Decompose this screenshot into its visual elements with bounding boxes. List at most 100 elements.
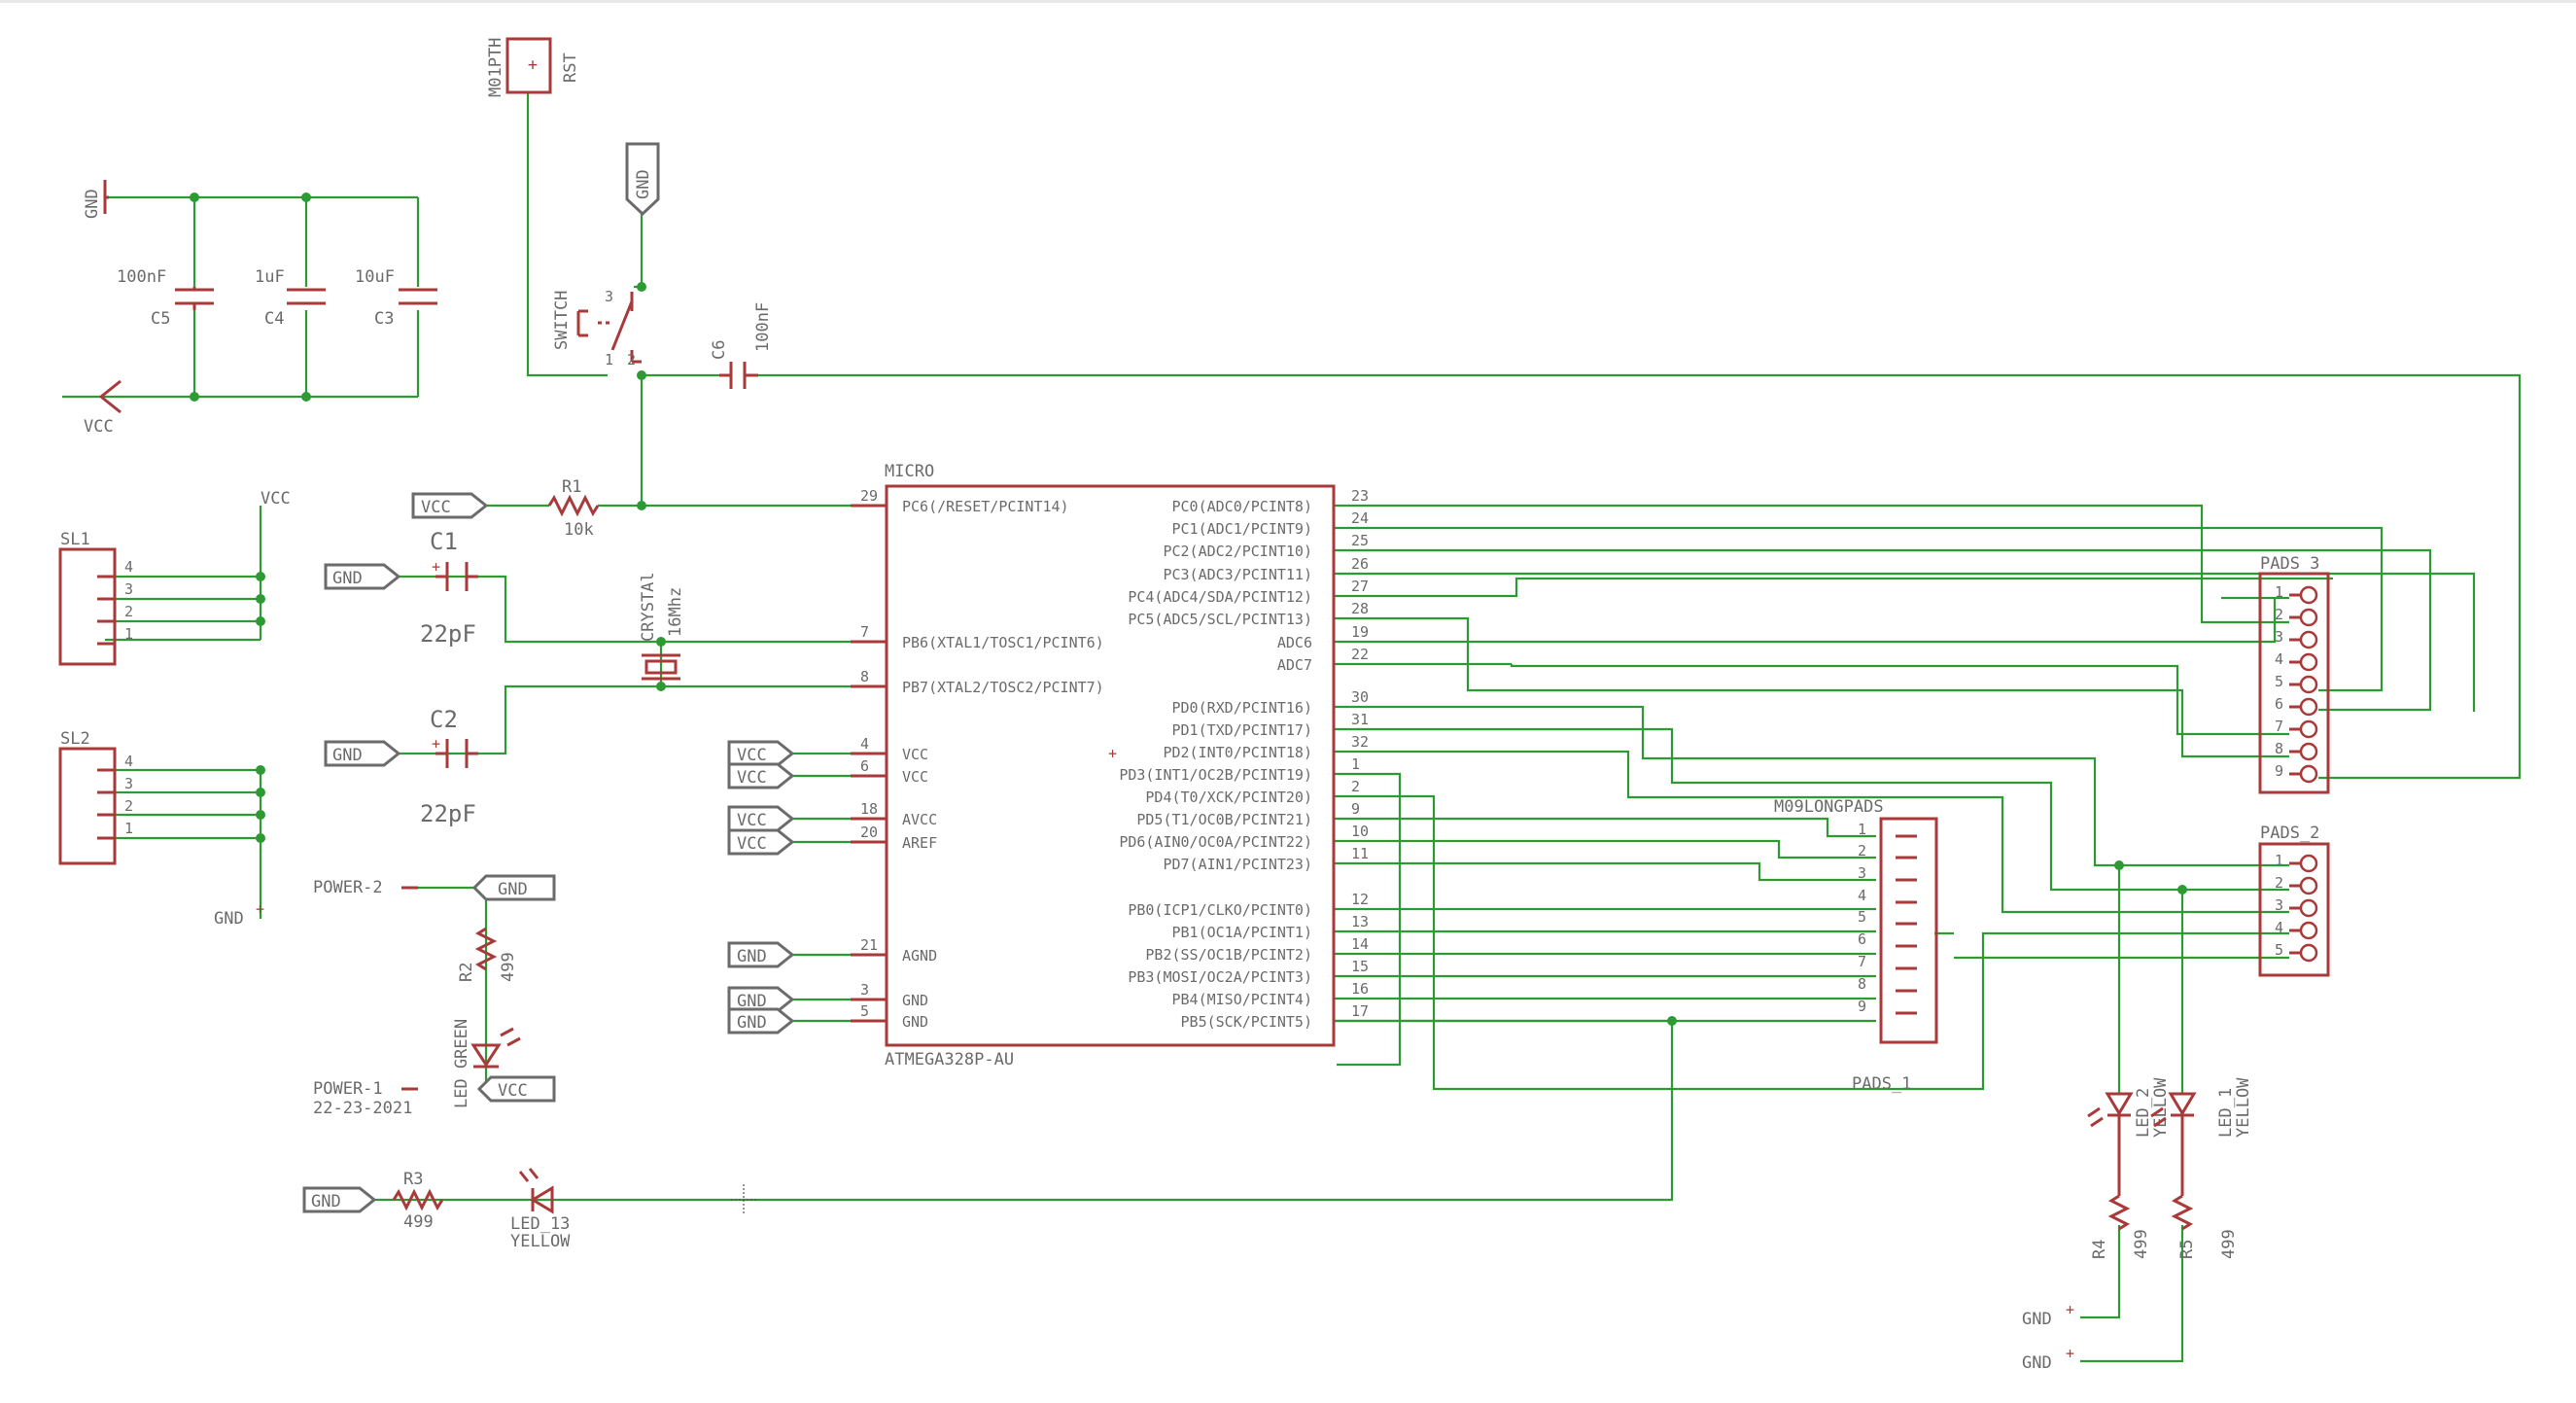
capacitor-c3[interactable]: 10uF C3 — [355, 267, 437, 329]
mcu-right-pin-name: PD4(T0/XCK/PCINT20) — [1145, 789, 1312, 806]
svg-text:+: + — [432, 735, 440, 753]
pads3-pad — [2299, 585, 2318, 605]
gnd-symbol-caps: GND — [83, 180, 109, 219]
capacitor-c4[interactable]: 1uF C4 — [255, 267, 326, 329]
svg-text:3: 3 — [605, 288, 613, 305]
svg-text:+: + — [2066, 1301, 2074, 1318]
mcu-right-pin-number: 11 — [1351, 845, 1369, 862]
svg-text:POWER-2: POWER-2 — [313, 878, 383, 897]
svg-text:LED_13: LED_13 — [510, 1214, 570, 1234]
mcu-right-pin-name: PB5(SCK/PCINT5) — [1181, 1013, 1312, 1031]
svg-text:C1: C1 — [430, 528, 458, 555]
gnd-flag-r2[interactable]: GND — [471, 874, 556, 901]
crystal-16mhz[interactable]: CRYSTAl 16Mhz — [639, 572, 685, 681]
vcc-flag-r1[interactable]: VCC — [411, 492, 489, 519]
svg-text:C5: C5 — [151, 309, 170, 329]
gnd-flag-r3[interactable]: GND — [302, 1186, 377, 1213]
gnd-flag-pin5[interactable]: GND — [727, 1007, 795, 1035]
svg-text:10uF: 10uF — [355, 267, 395, 287]
pads3-pin-number: 8 — [2275, 740, 2283, 757]
mcu-right-pin-name: PC0(ADC0/PCINT8) — [1172, 498, 1313, 515]
gnd-flag-switch[interactable]: GND — [625, 142, 660, 217]
pads2-pin-number: 3 — [2275, 896, 2283, 914]
svg-text:100nF: 100nF — [753, 302, 773, 352]
gnd-flag-c1[interactable]: GND — [324, 563, 401, 590]
mcu-right-pin-number: 27 — [1351, 578, 1369, 595]
m09-pin-number: 8 — [1858, 975, 1866, 993]
svg-text:GND: GND — [332, 746, 363, 765]
mcu-left-pin-name: PC6(/RESET/PCINT14) — [902, 498, 1069, 515]
m09-pin-number: 6 — [1858, 930, 1866, 948]
vcc-flag-pin18[interactable]: VCC — [727, 805, 795, 832]
led-13[interactable]: LED_13 YELLOW — [510, 1168, 571, 1251]
mcu-left-pin-number: 3 — [860, 981, 869, 999]
gnd-flag-c2[interactable]: GND — [324, 740, 401, 767]
svg-text:GND: GND — [737, 1013, 767, 1033]
header-sl2[interactable]: SL2 4 3 2 1 GND + — [58, 729, 264, 929]
mcu-right-pin-number: 28 — [1351, 600, 1369, 617]
vcc-flag-pin20[interactable]: VCC — [727, 828, 795, 856]
mcu-right-pin-name: PB0(ICP1/CLKO/PCINT0) — [1128, 901, 1312, 919]
led-2[interactable]: LED_2 YELLOW — [2087, 1077, 2171, 1196]
mcu-left-pin-number: 4 — [860, 735, 869, 753]
led-green[interactable]: LED GREEN — [452, 1019, 521, 1108]
led-1[interactable]: LED_1 YELLOW — [2150, 1077, 2253, 1196]
mcu-left-pin-name: GND — [902, 1013, 928, 1031]
rst-label: RST — [561, 53, 580, 83]
resistor-r4[interactable]: R4 499 — [2090, 1194, 2151, 1259]
mcu-right-pin-number: 23 — [1351, 487, 1369, 505]
mcu-left-pin-number: 21 — [860, 936, 878, 954]
pads2-pad — [2299, 898, 2318, 918]
vcc-flag-led[interactable]: VCC — [476, 1075, 556, 1103]
mcu-right-pin-name: PD7(AIN1/PCINT23) — [1163, 856, 1312, 873]
gnd-flag-pin3[interactable]: GND — [727, 986, 795, 1013]
mcu-atmega328p[interactable]: MICRO ATMEGA328P-AU + 29PC6(/RESET/PCINT… — [851, 462, 1369, 1070]
mcu-left-pin-number: 7 — [860, 623, 869, 641]
mcu-right-pin-number: 10 — [1351, 823, 1369, 840]
svg-text:PADS_1: PADS_1 — [1852, 1074, 1911, 1094]
cursor-crosshair — [731, 1184, 758, 1215]
m09-pin-number: 3 — [1858, 864, 1866, 882]
svg-text:GND: GND — [2022, 1353, 2052, 1373]
svg-text:+: + — [432, 558, 440, 576]
svg-text:PADS_2: PADS_2 — [2260, 824, 2319, 843]
mcu-right-pin-name: PD2(INT0/PCINT18) — [1163, 744, 1312, 761]
mcu-left-pin-name: GND — [902, 992, 928, 1009]
resistor-r2[interactable]: R2 499 — [457, 927, 518, 982]
capacitor-c2[interactable]: + C2 22pF — [420, 706, 478, 827]
power-label-group: POWER-2 POWER-1 22-23-2021 — [313, 878, 418, 1118]
svg-text:POWER-1: POWER-1 — [313, 1079, 383, 1099]
reset-switch[interactable]: SWITCH 3 1 2 — [552, 288, 642, 368]
capacitor-c5[interactable]: 100nF C5 — [117, 267, 214, 329]
vcc-flag-pin6[interactable]: VCC — [727, 762, 795, 789]
mcu-left-pin-name: VCC — [902, 768, 928, 786]
svg-text:1: 1 — [124, 625, 133, 643]
pads2-pin-number: 4 — [2275, 919, 2283, 936]
vcc-flag-pin4[interactable]: VCC — [727, 740, 795, 767]
svg-text:4: 4 — [124, 753, 133, 770]
resistor-r1[interactable]: R1 10k — [547, 477, 600, 540]
resistor-r5[interactable]: R5 499 — [2171, 1194, 2239, 1259]
mcu-left-pin-number: 8 — [860, 668, 869, 685]
svg-text:1: 1 — [124, 820, 133, 837]
rst-testpoint[interactable]: + M01PTH RST — [486, 37, 580, 97]
capacitor-c1[interactable]: + C1 22pF — [420, 528, 478, 648]
svg-text:YELLOW: YELLOW — [2151, 1077, 2171, 1138]
svg-text:VCC: VCC — [261, 489, 291, 509]
gnd-flag-pin21[interactable]: GND — [727, 941, 795, 968]
pads3-pin-number: 1 — [2275, 583, 2283, 601]
capacitor-c6[interactable]: C6 100nF — [710, 302, 773, 389]
svg-text:CRYSTAl: CRYSTAl — [639, 572, 658, 642]
svg-text:GND: GND — [311, 1192, 341, 1211]
header-sl1[interactable]: SL1 4 3 2 1 VCC — [58, 489, 291, 666]
svg-text:100nF: 100nF — [117, 267, 166, 287]
svg-text:C2: C2 — [430, 706, 458, 733]
resistor-r3[interactable]: R3 499 — [392, 1170, 444, 1232]
mcu-right-pin-name: PB2(SS/OC1B/PCINT2) — [1145, 946, 1312, 964]
